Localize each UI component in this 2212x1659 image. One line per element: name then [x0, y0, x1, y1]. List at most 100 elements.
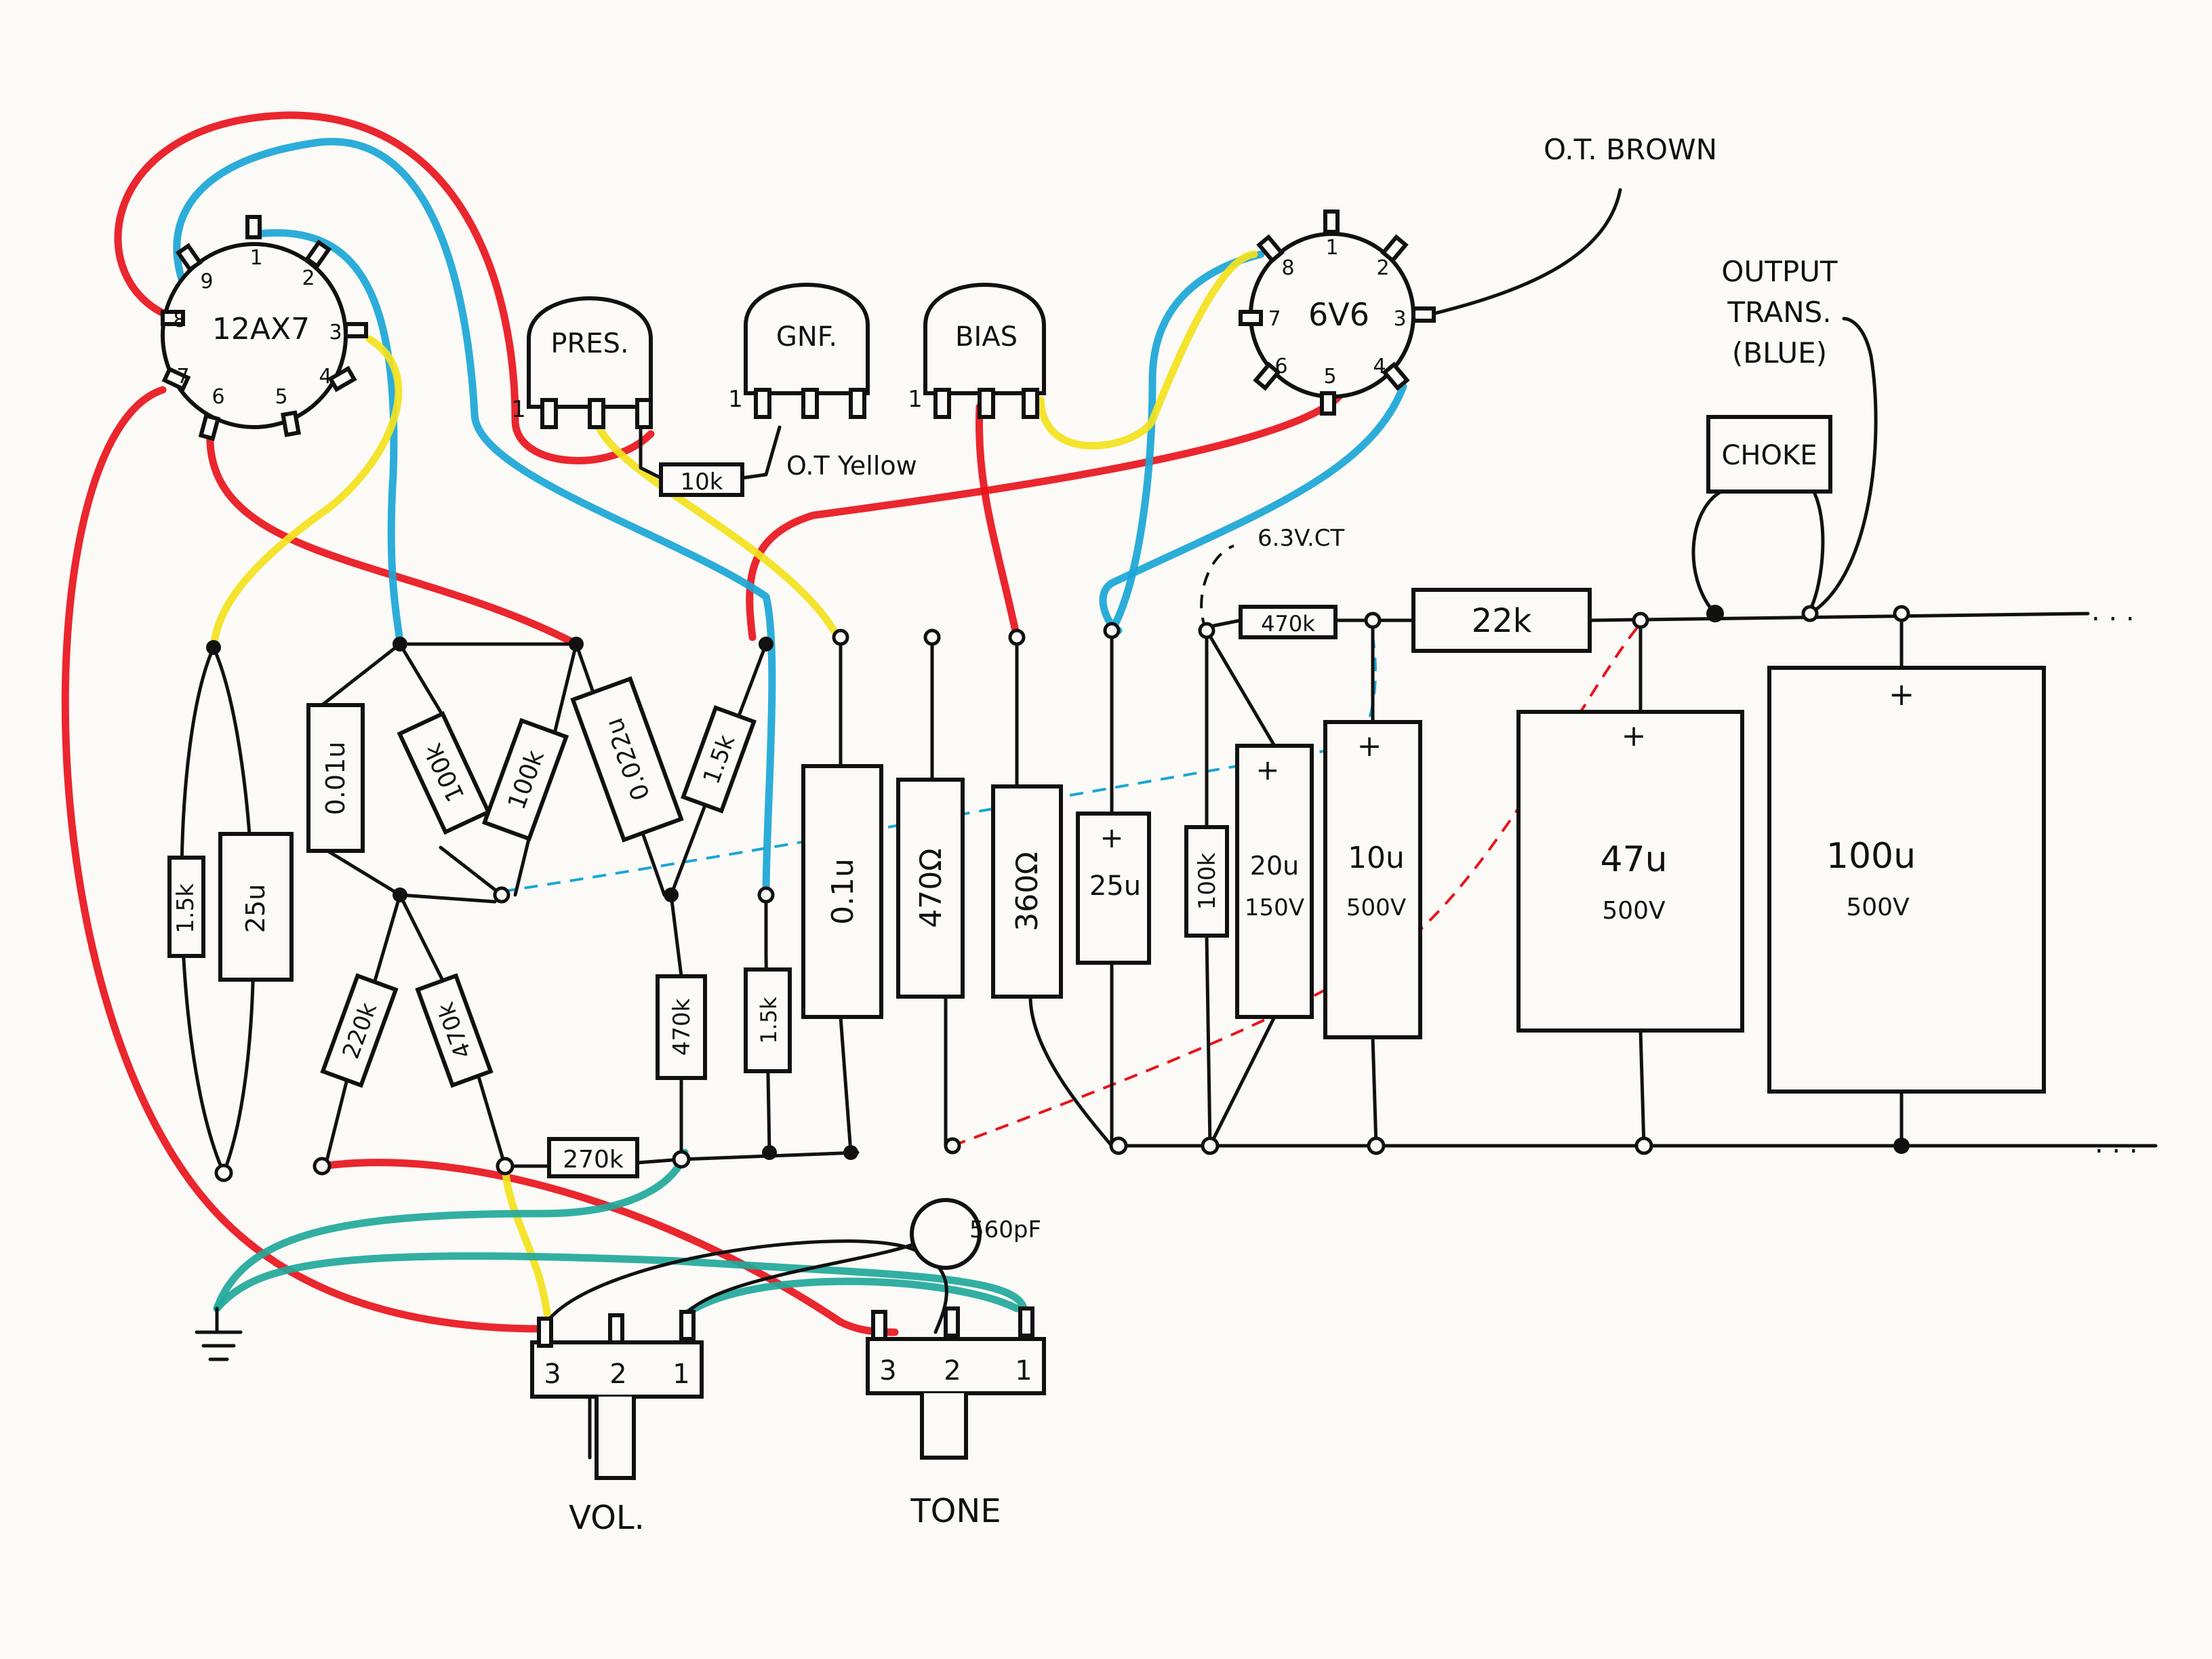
- svg-text:0.1u: 0.1u: [826, 858, 860, 925]
- resistor-360-ohm: 360Ω: [991, 784, 1063, 999]
- rail-continues-top: . . .: [2091, 596, 2135, 627]
- resistor-100k-a: 100k: [397, 711, 491, 835]
- tube-12ax7-pin-1: 1: [249, 246, 262, 270]
- svg-text:3: 3: [879, 1355, 896, 1386]
- svg-text:10k: 10k: [681, 468, 723, 496]
- pot-tone-label: TONE: [910, 1492, 1001, 1530]
- tube-12ax7-pin-5: 5: [275, 385, 287, 409]
- capacitor-20u: + 20u 150V: [1235, 744, 1314, 1019]
- svg-text:47u: 47u: [1600, 839, 1667, 880]
- tube-6v6-pin-5: 5: [1323, 365, 1336, 388]
- svg-text:25u: 25u: [1089, 871, 1141, 902]
- tube-12ax7-pin-7: 7: [176, 365, 189, 388]
- pot-presence: PRES. 1: [511, 296, 653, 429]
- svg-text:20u: 20u: [1250, 851, 1299, 881]
- pot-volume-label: VOL.: [569, 1499, 645, 1537]
- resistor-1k5-b: 1.5k: [681, 705, 757, 814]
- resistor-100k-c: 100k: [1184, 825, 1229, 938]
- tube-12ax7-pin-2: 2: [302, 266, 315, 290]
- resistor-22k: 22k: [1411, 588, 1592, 653]
- rail-continues-bottom: . . .: [2095, 1128, 2138, 1159]
- capacitor-0-1u: 0.1u: [801, 764, 883, 1019]
- pot-gnf-pin-1: 1: [728, 386, 743, 413]
- tube-6v6-label: 6V6: [1308, 296, 1369, 333]
- pot-bias-pin-1: 1: [908, 386, 923, 413]
- tube-12ax7-pin-4: 4: [319, 365, 331, 388]
- capacitor-100u: + 100u 500V: [1767, 666, 2046, 1094]
- svg-text:470k: 470k: [1261, 611, 1315, 637]
- capacitor-25u-left: 25u: [218, 832, 294, 982]
- resistor-470k-heater: 470k: [1239, 605, 1338, 639]
- tube-6v6-pin-1: 1: [1325, 236, 1338, 260]
- svg-text:100u: 100u: [1826, 836, 1916, 877]
- junction-dots: [206, 605, 1910, 1182]
- svg-text:0.01u: 0.01u: [321, 742, 350, 816]
- tube-6v6-pin-7: 7: [1268, 307, 1281, 331]
- pot-presence-label: PRES.: [550, 328, 628, 359]
- svg-text:3: 3: [544, 1359, 561, 1390]
- svg-text:1: 1: [672, 1359, 689, 1390]
- resistor-1k5-c: 1.5k: [744, 967, 792, 1073]
- output-trans-label-line1: OUTPUT: [1721, 255, 1838, 288]
- svg-text:150V: 150V: [1245, 894, 1304, 921]
- output-trans-label-line3: (BLUE): [1732, 336, 1827, 369]
- tube-12ax7-pin-3: 3: [329, 321, 342, 344]
- svg-text:+: +: [1255, 753, 1279, 786]
- pot-presence-pin-1: 1: [511, 396, 526, 423]
- pot-tone: 3 2 1 TONE: [866, 1306, 1046, 1530]
- capacitor-10u: + 10u 500V: [1323, 720, 1422, 1039]
- pot-bias-label: BIAS: [955, 321, 1018, 353]
- output-trans-label-line2: TRANS.: [1727, 296, 1831, 329]
- tube-6v6: 6V6 1 2 3 4 5 6 7 8: [1239, 209, 1436, 416]
- resistor-220k: 220k: [320, 973, 399, 1088]
- ot-brown-label: O.T. BROWN: [1544, 133, 1717, 166]
- svg-text:+: +: [1357, 729, 1382, 763]
- resistor-270k: 270k: [547, 1137, 639, 1178]
- svg-text:+: +: [1622, 719, 1647, 753]
- svg-text:500V: 500V: [1846, 894, 1910, 921]
- capacitor-560pf: 560pF: [910, 1198, 1041, 1270]
- resistor-100k-b: 100k: [481, 718, 569, 841]
- capacitor-47u: + 47u 500V: [1516, 710, 1744, 1033]
- svg-text:25u: 25u: [241, 884, 270, 933]
- tube-6v6-pin-2: 2: [1376, 256, 1389, 280]
- tube-12ax7-pin-8: 8: [173, 308, 186, 332]
- tube-12ax7-label: 12AX7: [212, 312, 310, 346]
- colored-wires: [61, 111, 1407, 1336]
- svg-text:1.5k: 1.5k: [172, 883, 199, 934]
- svg-text:+: +: [1889, 676, 1915, 713]
- svg-text:500V: 500V: [1346, 894, 1406, 921]
- pot-gnf: GNF. 1: [728, 283, 870, 419]
- svg-text:2: 2: [609, 1359, 626, 1390]
- svg-text:1.5k: 1.5k: [756, 997, 782, 1044]
- resistor-10k: 10k: [659, 462, 744, 497]
- tube-12ax7-pin-6: 6: [212, 385, 224, 409]
- svg-text:500V: 500V: [1602, 897, 1666, 925]
- tube-6v6-pin-4: 4: [1373, 355, 1386, 378]
- svg-text:560pF: 560pF: [969, 1216, 1041, 1243]
- capacitor-0-01u: 0.01u: [306, 703, 365, 853]
- ground-icon: [195, 1306, 243, 1361]
- svg-text:2: 2: [944, 1355, 961, 1386]
- capacitor-25u-mid: + 25u: [1076, 812, 1151, 965]
- svg-text:270k: 270k: [563, 1146, 624, 1174]
- heater-ct-label: 6.3V.CT: [1258, 525, 1344, 552]
- resistor-470-ohm: 470Ω: [896, 778, 965, 999]
- resistor-470k-a: 470k: [415, 973, 494, 1088]
- svg-text:470k: 470k: [668, 998, 696, 1056]
- svg-text:360Ω: 360Ω: [1010, 852, 1045, 932]
- tube-6v6-pin-8: 8: [1281, 256, 1294, 280]
- tube-6v6-pin-3: 3: [1393, 307, 1406, 331]
- pot-bias: BIAS 1: [908, 283, 1046, 419]
- tube-12ax7-pin-9: 9: [200, 270, 213, 294]
- pot-volume: 3 2 1 VOL.: [530, 1310, 704, 1537]
- svg-text:10u: 10u: [1348, 841, 1405, 875]
- circuit-wires: [180, 188, 2158, 1460]
- svg-text:100k: 100k: [1194, 852, 1221, 910]
- svg-text:470Ω: 470Ω: [914, 848, 948, 928]
- ot-yellow-label: O.T Yellow: [786, 451, 917, 481]
- resistor-1k5-left: 1.5k: [167, 856, 205, 958]
- svg-text:+: +: [1100, 821, 1123, 854]
- tube-6v6-pin-6: 6: [1274, 355, 1287, 378]
